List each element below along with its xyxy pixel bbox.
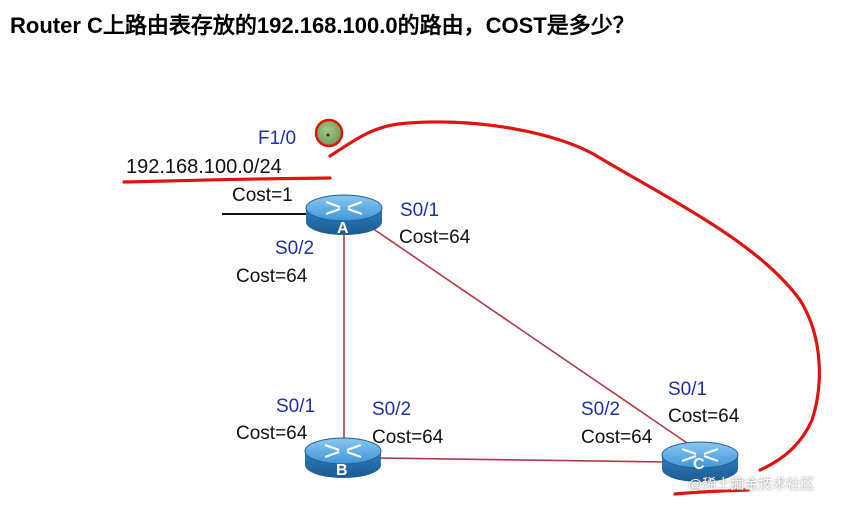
b-s01-label: S0/1 bbox=[276, 396, 316, 417]
router-a-label: A bbox=[337, 220, 349, 237]
network-address-label: 192.168.100.0/24 bbox=[126, 156, 282, 178]
a-s01-cost-label: Cost=64 bbox=[399, 227, 471, 248]
annotation-underline-network bbox=[122, 176, 332, 184]
b-s01-cost-label: Cost=64 bbox=[236, 423, 308, 444]
router-a-icon bbox=[305, 194, 383, 235]
c-s02-label: S0/2 bbox=[581, 399, 621, 420]
b-s02-label: S0/2 bbox=[372, 399, 412, 420]
b-s02-cost-label: Cost=64 bbox=[372, 427, 444, 448]
router-c-label: C bbox=[693, 456, 705, 473]
link-b-c bbox=[379, 457, 665, 463]
a-f10-label: F1/0 bbox=[258, 128, 297, 149]
router-b-label: B bbox=[336, 462, 348, 479]
router-c-icon bbox=[661, 441, 739, 482]
annotation-curve-arrow bbox=[328, 120, 821, 472]
marker-dot-icon bbox=[314, 118, 344, 148]
c-s01-label: S0/1 bbox=[668, 379, 708, 400]
watermark-text: @稀土掘金技术社区 bbox=[688, 476, 815, 492]
c-s01-cost-label: Cost=64 bbox=[668, 406, 740, 427]
marker-center-icon bbox=[326, 133, 330, 137]
annotation-underline-c bbox=[673, 488, 750, 496]
c-s02-cost-label: Cost=64 bbox=[581, 427, 653, 448]
a-s01-label: S0/1 bbox=[400, 200, 440, 221]
a-s02-cost-label: Cost=64 bbox=[236, 266, 308, 287]
a-f10-cost-label: Cost=1 bbox=[232, 185, 293, 206]
link-a-c bbox=[371, 227, 691, 446]
a-s02-label: S0/2 bbox=[275, 238, 315, 259]
page-title: Router C上路由表存放的192.168.100.0的路由，COST是多少？ bbox=[10, 13, 635, 38]
router-b-icon bbox=[304, 437, 382, 478]
